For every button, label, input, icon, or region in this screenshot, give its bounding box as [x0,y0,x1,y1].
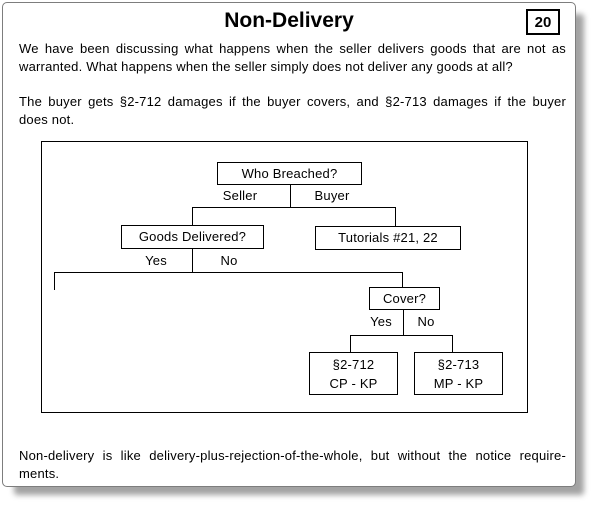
connector-split-cover [350,335,453,336]
who-breached-box: Who Breached? [217,162,362,185]
footer-paragraph: Non-delivery is like delivery-plus-rejec… [19,447,566,483]
page-number-box: 20 [526,9,560,35]
buyer-branch-label: Buyer [314,188,350,203]
intro-paragraph: We have been discussing what happens whe… [19,40,566,76]
document-page: Non-Delivery 20 We have been discussing … [2,2,576,487]
section-2713-line1: §2-713 [437,357,480,372]
goods-delivered-box: Goods Delivered? [121,225,264,249]
goods-yes-label: Yes [145,253,167,268]
page-title: Non-Delivery [224,9,354,32]
breach-flowchart: Who Breached? Goods Delivered? Tutorials… [41,141,528,413]
section-2712-line1: §2-712 [332,357,375,372]
connector-2712-down [350,335,351,352]
damages-line-1: The buyer gets §2-712 damages if the buy… [19,94,566,109]
connector-split-seller-buyer [192,207,396,208]
damages-line-2: does not. [19,112,75,127]
footer-line-2: ments. [19,466,60,481]
connector-seller-down [192,207,193,225]
intro-line-2: warranted. What happens when the seller … [19,59,513,74]
connector-root-down [290,185,291,207]
page-number: 20 [534,14,552,31]
footer-line-1: Non-delivery is like delivery-plus-rejec… [19,448,566,463]
connector-buyer-down [395,207,396,227]
connector-no-to-cover [402,272,403,287]
tutorials-box: Tutorials #21, 22 [315,226,461,250]
connector-yes-no-long [54,272,403,273]
goods-no-label: No [220,253,238,268]
cover-box: Cover? [369,287,440,310]
damages-paragraph: The buyer gets §2-712 damages if the buy… [19,93,566,129]
section-2712-box: §2-712 CP - KP [309,352,398,395]
section-2713-box: §2-713 MP - KP [414,352,503,395]
section-2713-line2: MP - KP [433,376,484,391]
cover-no-label: No [417,314,435,329]
connector-goods-down [192,249,193,272]
section-2712-line2: CP - KP [329,376,378,391]
intro-line-1: We have been discussing what happens whe… [19,41,566,56]
seller-branch-label: Seller [222,188,258,203]
connector-cover-down [403,310,404,335]
connector-2713-down [452,335,453,352]
connector-yes-stub [54,272,55,290]
cover-yes-label: Yes [370,314,392,329]
